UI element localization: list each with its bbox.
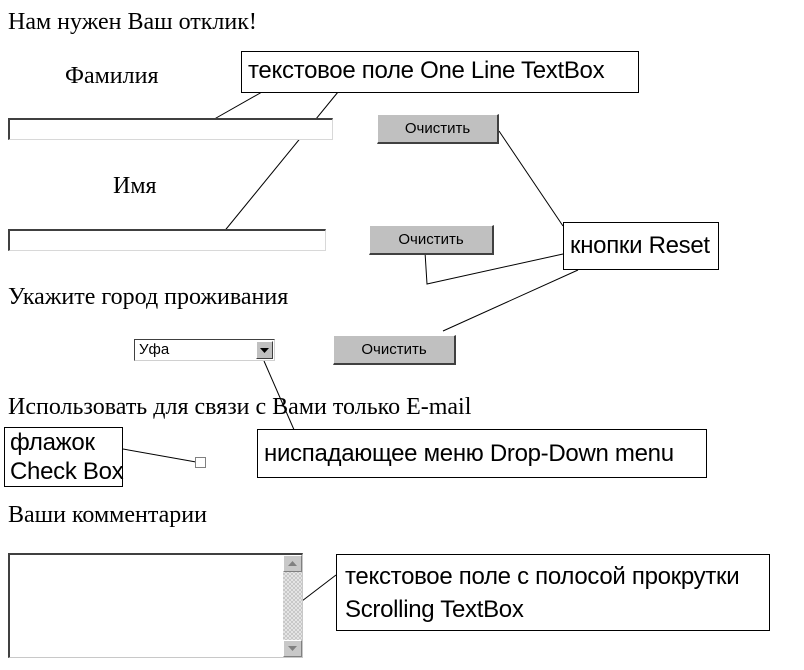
reset-button-label: Очистить bbox=[361, 341, 427, 358]
email-only-label: Использовать для связи с Вами только E-m… bbox=[8, 394, 472, 420]
connector-reset-3 bbox=[442, 269, 579, 332]
reset-button-label: Очистить bbox=[404, 120, 471, 137]
surname-input[interactable] bbox=[8, 118, 333, 140]
surname-label: Фамилия bbox=[65, 63, 159, 89]
callout-reset: кнопки Reset bbox=[563, 222, 719, 270]
callout-scrolling: текстовое поле с полосой прокрутки Scrol… bbox=[336, 554, 770, 631]
form-heading: Нам нужен Ваш отклик! bbox=[8, 9, 257, 35]
name-label: Имя bbox=[113, 173, 157, 199]
reset-button-label: Очистить bbox=[398, 231, 464, 248]
connector-reset-1 bbox=[498, 130, 564, 227]
triangle-down-icon[interactable] bbox=[283, 640, 302, 657]
email-only-checkbox[interactable] bbox=[195, 457, 206, 468]
callout-checkbox-line2: Check Box bbox=[10, 458, 124, 485]
reset-button-surname[interactable]: Очистить bbox=[377, 114, 499, 144]
connector-checkbox bbox=[122, 448, 197, 463]
callout-dropdown: ниспадающее меню Drop-Down menu bbox=[257, 429, 707, 478]
callout-checkbox: флажок Check Box bbox=[4, 427, 124, 487]
comments-textarea[interactable] bbox=[8, 553, 303, 658]
connector-textbox-2 bbox=[217, 91, 339, 240]
reset-button-name[interactable]: Очистить bbox=[369, 225, 494, 255]
comments-label: Ваши комментарии bbox=[8, 502, 207, 528]
connector-scrolling bbox=[301, 574, 337, 602]
callout-scrolling-line1: текстовое поле с полосой прокрутки bbox=[345, 563, 740, 590]
callout-textbox: текстовое поле One Line TextBox bbox=[241, 51, 639, 93]
name-input[interactable] bbox=[8, 229, 326, 251]
callout-checkbox-line1: флажок bbox=[10, 429, 95, 456]
reset-button-city[interactable]: Очистить bbox=[333, 335, 456, 365]
triangle-up-icon[interactable] bbox=[283, 555, 302, 572]
comments-scrollbar[interactable] bbox=[283, 555, 302, 657]
city-dropdown[interactable]: Уфа bbox=[134, 339, 275, 361]
callout-scrolling-line2: Scrolling TextBox bbox=[345, 596, 524, 623]
city-selected-value: Уфа bbox=[139, 341, 170, 358]
connector-reset-2 bbox=[424, 251, 564, 285]
city-label: Укажите город проживания bbox=[8, 284, 289, 310]
triangle-down-icon[interactable] bbox=[256, 341, 273, 359]
